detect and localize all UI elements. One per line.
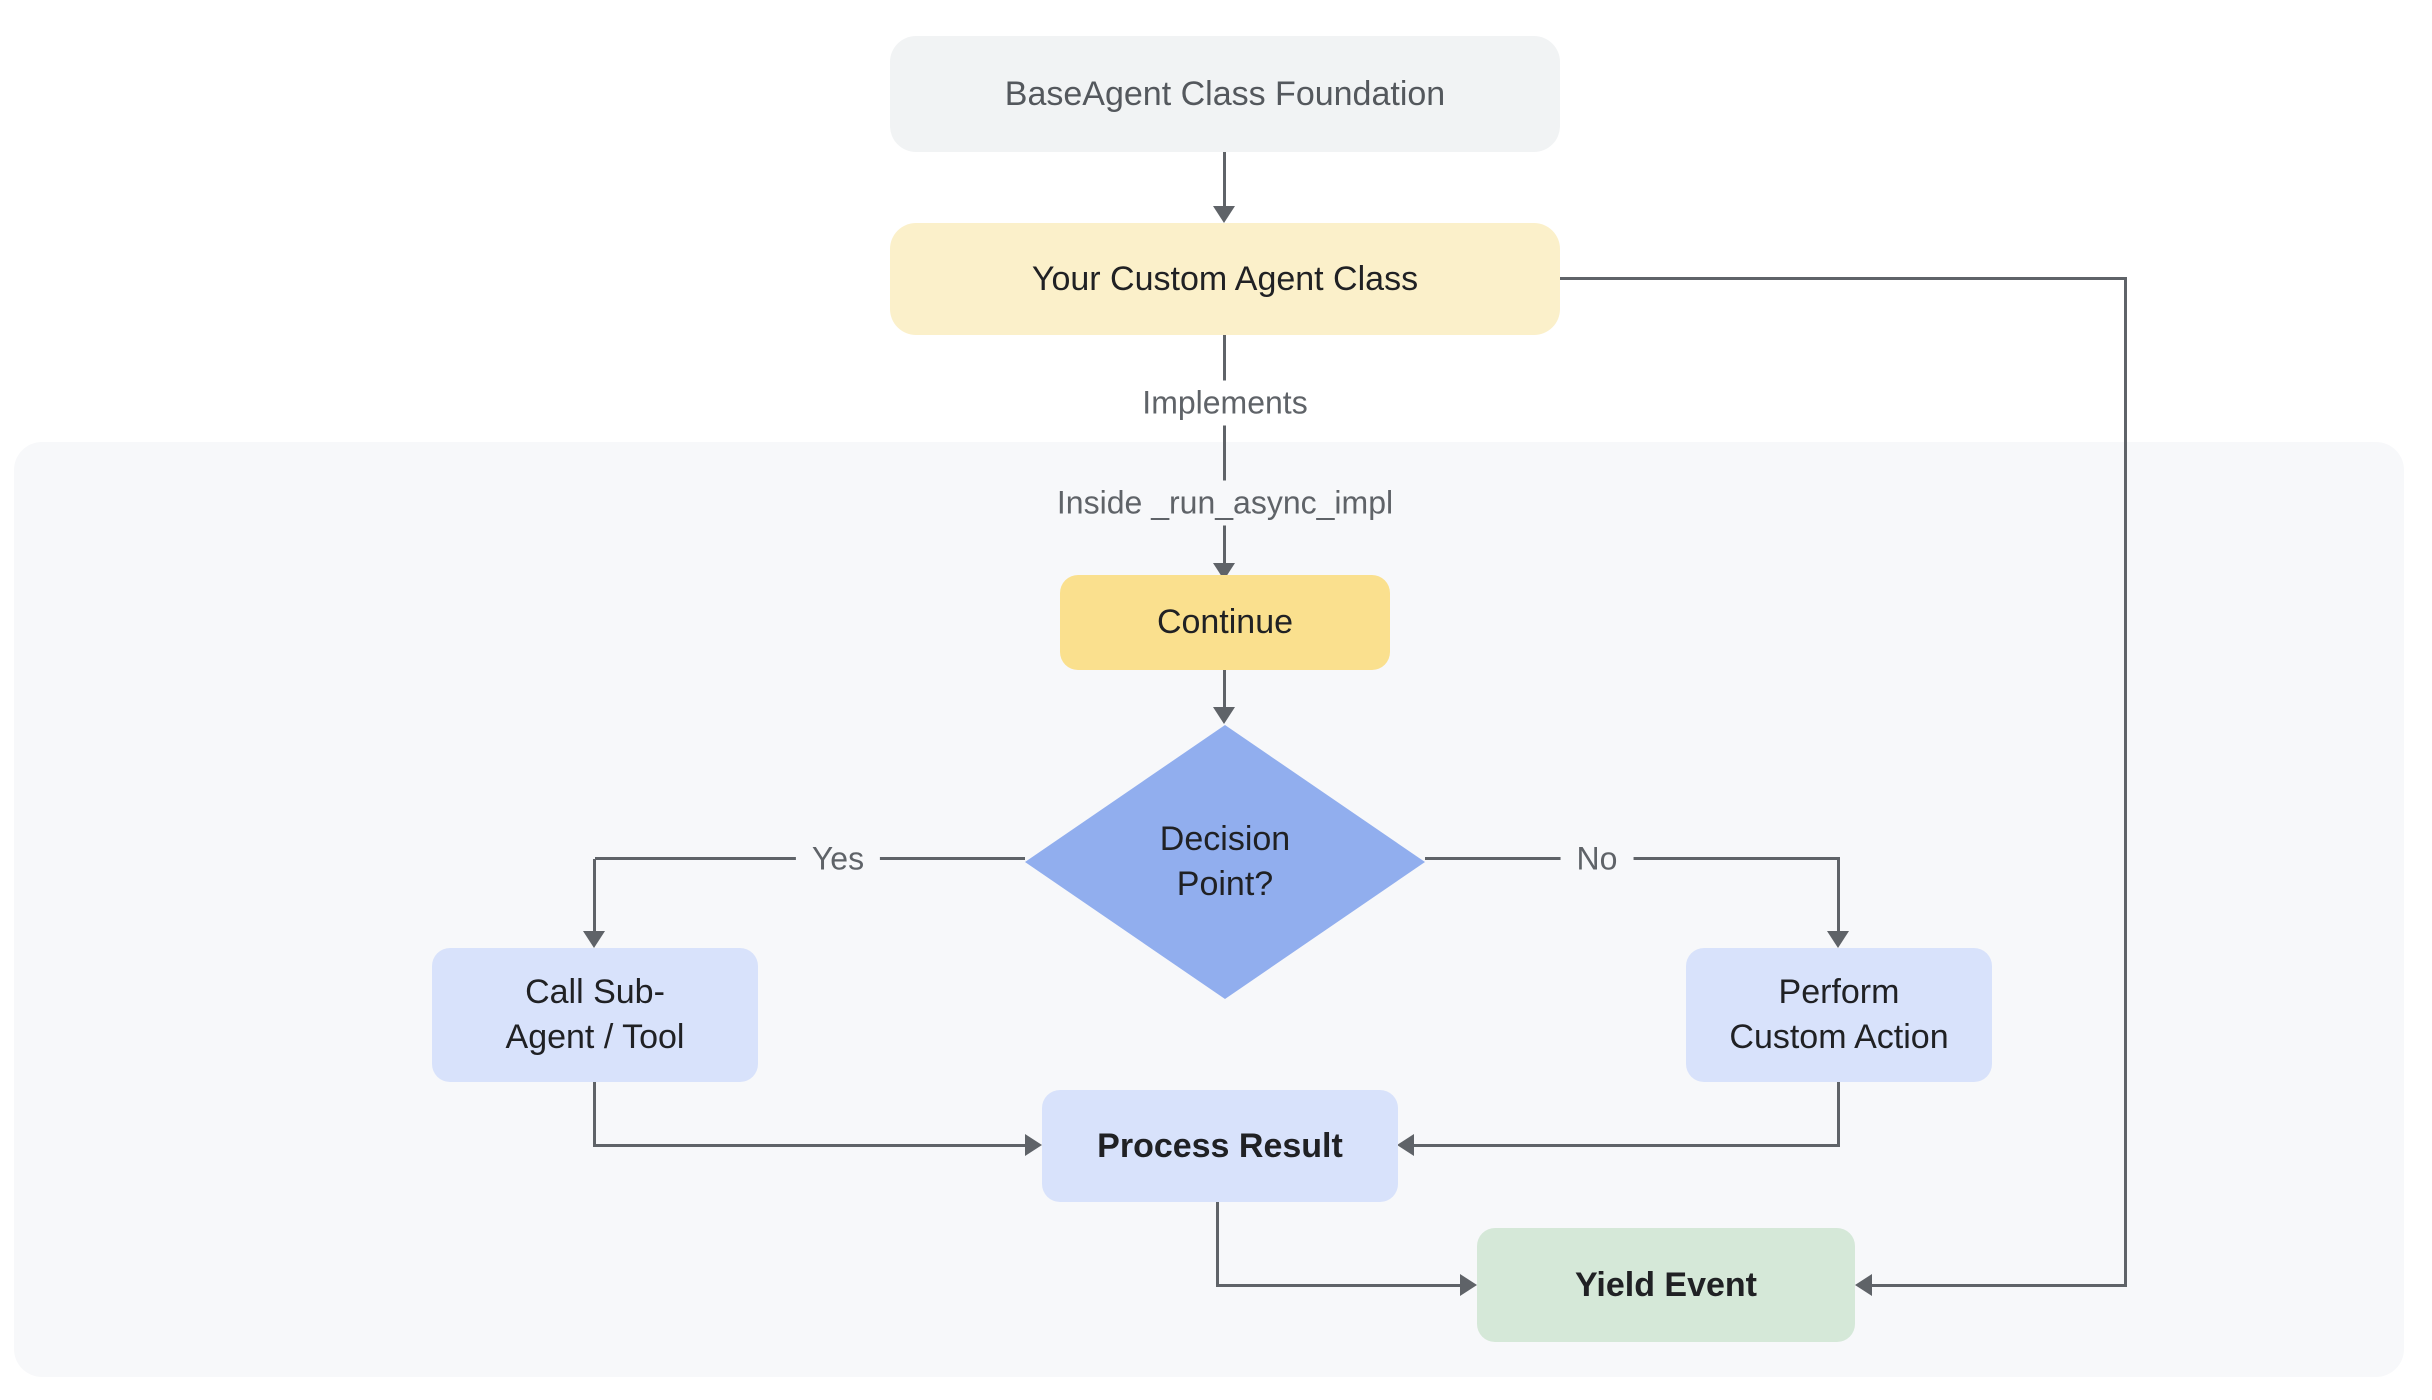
edge-label-inside-run-async-impl: Inside _run_async_impl xyxy=(1040,480,1410,526)
edge-callsub-down xyxy=(593,1082,596,1147)
node-your-custom-agent-class: Your Custom Agent Class xyxy=(890,223,1560,335)
arrow-down-icon xyxy=(583,931,605,948)
node-baseagent-class-foundation: BaseAgent Class Foundation xyxy=(890,36,1560,152)
edge-yes-vertical xyxy=(593,859,596,934)
edge-process-down xyxy=(1216,1202,1219,1287)
node-perform-custom-action: Perform Custom Action xyxy=(1686,948,1992,1082)
edge-no-vertical xyxy=(1837,859,1840,934)
node-call-sub-agent-tool: Call Sub- Agent / Tool xyxy=(432,948,758,1082)
arrow-left-icon xyxy=(1855,1274,1872,1296)
edge-custom-to-continue xyxy=(1223,335,1226,565)
node-process-result: Process Result xyxy=(1042,1090,1398,1202)
edge-callsub-to-process xyxy=(593,1144,1026,1147)
edge-label-implements: Implements xyxy=(1126,380,1324,426)
node-continue: Continue xyxy=(1060,575,1390,670)
edge-perform-down xyxy=(1837,1081,1840,1147)
node-yield-event: Yield Event xyxy=(1477,1228,1855,1342)
arrow-right-icon xyxy=(1025,1134,1042,1156)
arrow-down-icon xyxy=(1827,931,1849,948)
edge-label-no: No xyxy=(1560,836,1634,882)
edge-right-side-to-yield xyxy=(1871,1284,2127,1287)
arrow-left-icon xyxy=(1397,1134,1414,1156)
edge-custom-down-right-side xyxy=(2124,277,2127,1287)
edge-custom-right xyxy=(1559,277,2127,280)
edge-continue-to-decision xyxy=(1223,670,1226,710)
arrow-right-icon xyxy=(1460,1274,1477,1296)
edge-process-to-yield xyxy=(1216,1284,1461,1287)
arrow-down-icon xyxy=(1213,206,1235,223)
edge-perform-to-process xyxy=(1413,1144,1840,1147)
edge-base-to-custom xyxy=(1223,152,1226,208)
edge-label-yes: Yes xyxy=(795,836,881,882)
arrow-down-icon xyxy=(1213,707,1235,724)
